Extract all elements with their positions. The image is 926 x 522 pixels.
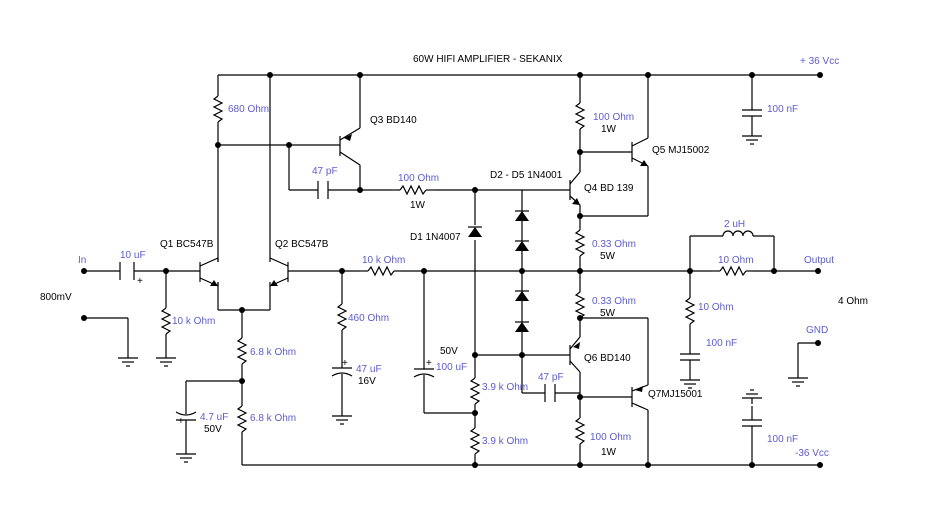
- diode-d4: [514, 290, 530, 302]
- transistor-q2: [269, 257, 289, 287]
- terminal-output: [815, 268, 821, 274]
- cap-4u7-label: 4.7 uF: [200, 412, 228, 423]
- cap-100nf-zobel: [679, 339, 701, 375]
- cap-4u7-voltage: 50V: [204, 424, 222, 435]
- r3k9-a-label: 3.9 k Ohm: [482, 382, 528, 393]
- diode-d3: [514, 240, 530, 252]
- r10k-series-label: 10 k Ohm: [362, 255, 405, 266]
- svg-text:+: +: [426, 358, 432, 369]
- r10-zobel-label: 10 Ohm: [698, 302, 734, 313]
- diode-d5: [514, 321, 530, 333]
- capacitors: + + + +: [119, 95, 763, 441]
- rail-negative-label: -36 Vcc: [795, 448, 829, 459]
- resistor-10k-series: [359, 266, 403, 276]
- r100-top-label: 100 Ohm: [593, 112, 634, 123]
- output-label: Output: [804, 255, 834, 266]
- r033-top-label: 0.33 Ohm: [592, 239, 636, 250]
- terminal-vcc-pos: [817, 72, 823, 78]
- resistor-3k9-b: [470, 419, 480, 463]
- diode-d2: [514, 210, 530, 222]
- load-label: 4 Ohm: [838, 296, 868, 307]
- resistor-6k8-b: [237, 397, 247, 441]
- r460-label: 460 Ohm: [348, 313, 389, 324]
- r100-fb-power: 1W: [410, 200, 426, 211]
- resistor-100-bot: [575, 409, 585, 453]
- terminal-vcc-neg: [817, 462, 823, 468]
- cap-100nf-top: [741, 95, 763, 131]
- cap-100uf-label: 100 uF: [436, 362, 467, 373]
- resistor-033-top: [575, 221, 585, 265]
- transistor-q6: [569, 336, 581, 373]
- transistor-q7: [631, 384, 649, 411]
- junctions: [163, 72, 777, 468]
- wires: [84, 74, 820, 466]
- transistor-q3: [339, 127, 361, 166]
- svg-text:+: +: [178, 416, 184, 427]
- resistor-10k-input: [161, 299, 171, 343]
- resistor-460: [337, 295, 347, 339]
- input-label: In: [78, 255, 86, 266]
- r100-bot-label: 100 Ohm: [590, 432, 631, 443]
- svg-text:+: +: [342, 358, 348, 369]
- cap-47uf-voltage: 16V: [358, 376, 376, 387]
- q7-label: Q7MJ15001: [648, 389, 703, 400]
- cap-47pf-bot-label: 47 pF: [538, 372, 564, 383]
- q3-label: Q3 BD140: [370, 115, 417, 126]
- q1-label: Q1 BC547B: [160, 239, 214, 250]
- cap-100nf-zobel-label: 100 nF: [706, 338, 737, 349]
- gnd-label: GND: [806, 325, 828, 336]
- cap-100uf-voltage: 50V: [440, 346, 458, 357]
- transistors: [199, 127, 649, 411]
- cap-100nf-bot: [741, 405, 763, 441]
- terminal-in-gnd: [81, 315, 87, 321]
- cap-100nf-top-label: 100 nF: [767, 104, 798, 115]
- r100-top-power: 1W: [601, 124, 617, 135]
- resistor-6k8-a: [237, 329, 247, 373]
- r10-out-label: 10 Ohm: [718, 255, 754, 266]
- r3k9-b-label: 3.9 k Ohm: [482, 436, 528, 447]
- transistor-q5: [631, 137, 649, 167]
- terminals: [81, 72, 823, 468]
- q2-label: Q2 BC547B: [275, 239, 329, 250]
- resistor-3k9-a: [470, 369, 480, 413]
- resistor-10-out: [711, 266, 755, 276]
- inductor-2uh: [722, 230, 754, 237]
- input-level-label: 800mV: [40, 292, 72, 303]
- resistor-100-fb: [391, 185, 435, 195]
- rail-positive-label: + 36 Vcc: [800, 56, 839, 67]
- cap-100nf-bot-label: 100 nF: [767, 434, 798, 445]
- resistor-10-zobel: [685, 289, 695, 333]
- q6-label: Q6 BD140: [584, 353, 631, 364]
- q5-label: Q5 MJ15002: [652, 145, 710, 156]
- r100-fb-label: 100 Ohm: [398, 173, 439, 184]
- inductor-label: 2 uH: [724, 219, 745, 230]
- diode-d1: [467, 226, 483, 238]
- svg-text:+: +: [137, 276, 143, 287]
- transistor-q1: [199, 257, 219, 287]
- r033-bot-label: 0.33 Ohm: [592, 296, 636, 307]
- d2-d5-label: D2 - D5 1N4001: [490, 170, 563, 181]
- transistor-q4: [569, 171, 581, 206]
- r100-bot-power: 1W: [601, 447, 617, 458]
- r680-label: 680 Ohm: [228, 104, 269, 115]
- r6k8-a-label: 6.8 k Ohm: [250, 347, 296, 358]
- resistor-100-top: [575, 94, 585, 138]
- r033-top-power: 5W: [600, 251, 616, 262]
- cap-input-label: 10 uF: [120, 250, 146, 261]
- r033-bot-power: 5W: [600, 308, 616, 319]
- cap-47pf-top-label: 47 pF: [312, 166, 338, 177]
- r10k-input-label: 10 k Ohm: [172, 316, 215, 327]
- r6k8-b-label: 6.8 k Ohm: [250, 413, 296, 424]
- cap-47uf-label: 47 uF: [356, 364, 382, 375]
- schematic-title: 60W HIFI AMPLIFIER - SEKANIX: [413, 54, 563, 65]
- terminal-in: [81, 268, 87, 274]
- terminal-gnd: [815, 340, 821, 346]
- q4-label: Q4 BD 139: [584, 183, 634, 194]
- d1-label: D1 1N4007: [410, 232, 461, 243]
- resistor-680: [213, 87, 223, 131]
